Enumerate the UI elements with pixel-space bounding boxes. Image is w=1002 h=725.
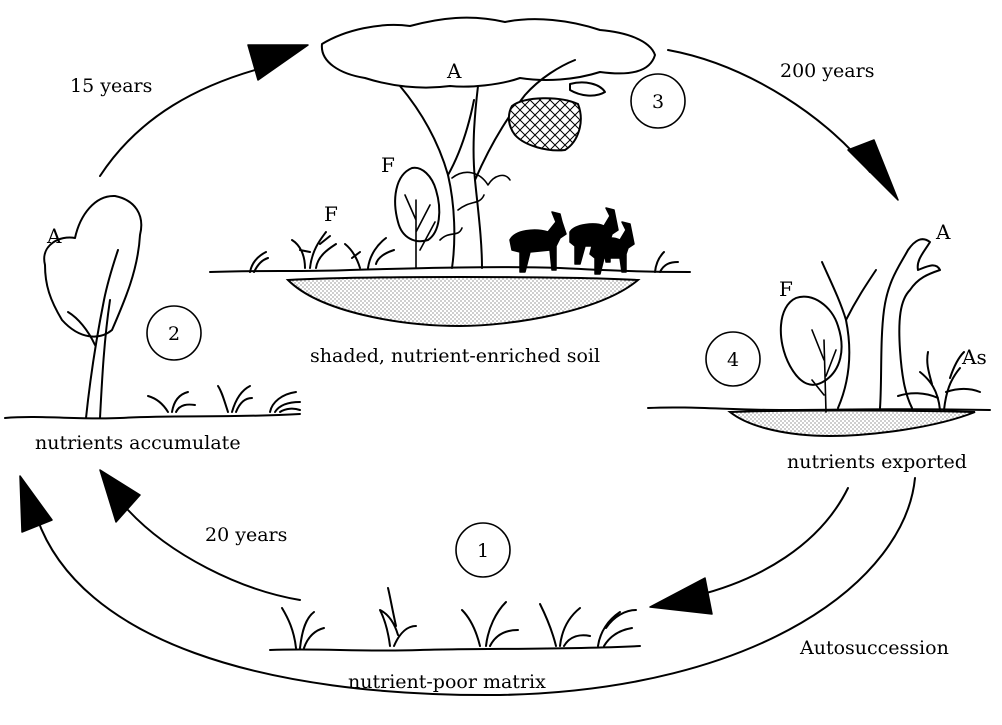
label-stage4-acacia: A [935,220,951,244]
stage-2-marker: 2 [147,306,201,360]
stage-4-number: 4 [727,349,739,371]
caption-stage-2: nutrients accumulate [35,432,241,454]
arrow-4-to-1 [650,488,848,614]
depleted-soil-patch [730,411,975,437]
label-2-to-3-duration: 15 years [70,75,152,97]
young-tree-crown [44,196,141,337]
caption-stage-1: nutrient-poor matrix [348,671,546,693]
grass-1 [282,608,324,648]
stage-1-number: 1 [477,540,489,562]
stage-1-marker: 1 [456,523,510,577]
arrow-2-to-3 [100,45,308,176]
grass-4 [540,604,590,646]
acacia-canopy [322,18,655,88]
stage-1-scene [270,588,640,651]
stage-3-number: 3 [652,91,664,113]
label-1-to-2-duration: 20 years [205,524,287,546]
caption-stage-4: nutrients exported [787,451,967,473]
stage-3-marker: 3 [631,74,685,128]
grass-3 [462,602,518,646]
seedling-2 [218,386,252,412]
enriched-soil-patch [288,277,638,326]
arrow-autosuccession [20,476,915,695]
shrub-F-small-1 [292,232,336,268]
seedling-1 [148,392,195,412]
caption-stage-3: shaded, nutrient-enriched soil [310,345,600,367]
shrub-F-small-2 [345,238,394,268]
stage-4-marker: 4 [706,332,760,386]
label-stage4-As: As [961,345,987,369]
seedling-3 [270,392,300,412]
label-stage3-acacia: A [446,59,462,83]
stage-2-number: 2 [168,323,180,345]
label-stage3-shrub-tall: F [381,153,395,177]
label-stage2-acacia: A [46,224,62,248]
shrub-F-stage4 [781,297,842,385]
donkey-1 [510,212,566,272]
label-autosuccession: Autosuccession [799,637,949,659]
stage-4-scene [648,239,990,436]
label-stage4-shrub: F [779,277,793,301]
hanging-nest [509,98,581,150]
label-3-to-4-duration: 200 years [780,60,874,82]
grass-2 [380,588,416,646]
senescent-tree [822,239,940,408]
label-stage3-shrub-small: F [324,202,338,226]
grass-5 [598,610,636,646]
